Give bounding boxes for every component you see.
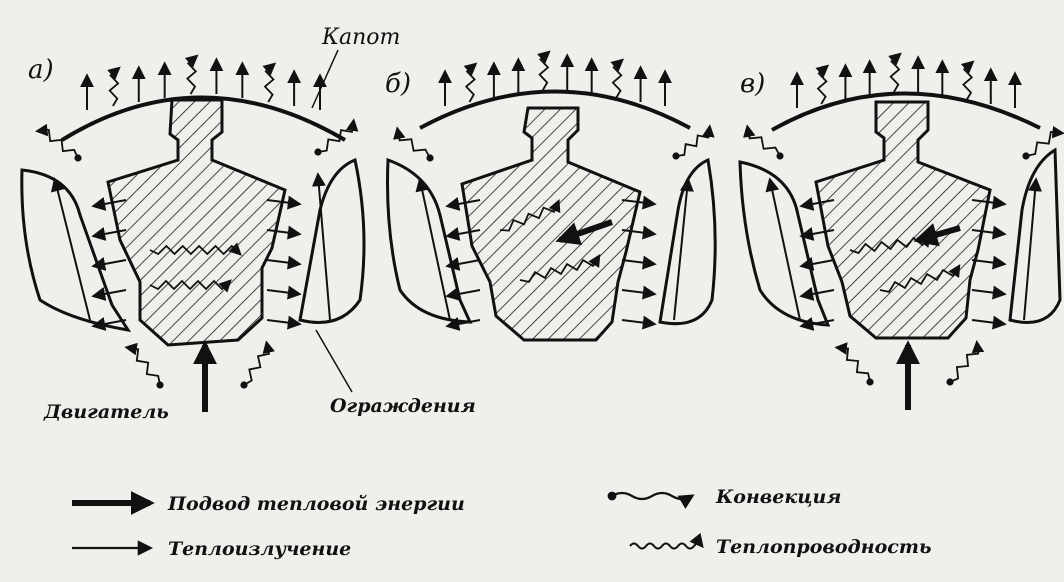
convection-arrow [1026, 132, 1062, 156]
legend-radiation-text: Теплоизлучение [168, 538, 351, 560]
legend-heat-supply-text: Подвод тепловой энергии [167, 493, 465, 515]
engine-label: Двигатель [43, 401, 169, 423]
guards-label: Ограждения [330, 395, 476, 417]
hood-conduction-arrow [540, 52, 549, 90]
guard-radiation-arrow [55, 180, 90, 320]
engine-radiation-arrow [972, 290, 1004, 294]
convection-arrow [950, 343, 978, 383]
hood-conduction-arrow [818, 66, 827, 104]
panel-a: а) [22, 55, 364, 412]
legend-convection-text: Конвекция [715, 486, 841, 508]
engine-radiation-arrow [622, 320, 654, 324]
engine-radiation-arrow [972, 260, 1004, 264]
guard-a-right [300, 160, 364, 323]
convection-arrow [837, 348, 870, 383]
panel-a-letter: а) [28, 55, 54, 85]
engine-radiation-arrow [267, 320, 299, 324]
panel-c-letter: в) [740, 69, 765, 99]
engine-a [108, 100, 285, 345]
engine-radiation-arrow [267, 290, 299, 294]
convection-arrow [676, 127, 710, 156]
legend-conduction-symbol [630, 544, 702, 549]
engine-radiation-arrow [622, 260, 654, 264]
hood-conduction-arrow [466, 64, 475, 102]
engine-radiation-arrow [267, 260, 299, 264]
hood-label: Капот [321, 25, 400, 50]
hood-conduction-arrow [963, 62, 972, 100]
engine-radiation-arrow [94, 260, 126, 266]
hood-conduction-arrow [891, 54, 900, 92]
engine-b [462, 108, 640, 340]
hood-conduction-arrow [187, 56, 196, 94]
panel-b: б) [385, 69, 715, 340]
hood-leader [312, 50, 338, 108]
panel-c: в) [740, 69, 1060, 410]
legend: Подвод тепловой энергии Теплоизлучение К… [72, 486, 932, 560]
guard-radiation-arrow [1024, 180, 1036, 320]
convection-arrow [127, 347, 160, 385]
convection-arrow [244, 343, 269, 385]
engine-radiation-arrow [448, 290, 480, 296]
panel-b-letter: б) [385, 69, 411, 99]
convection-arrow [747, 127, 780, 156]
legend-convection-symbol [612, 493, 692, 499]
engine-radiation-arrow [622, 290, 654, 294]
hood-conduction-arrow [110, 68, 119, 106]
convection-arrow [397, 129, 430, 158]
engine-c [816, 102, 990, 338]
engine-radiation-arrow [802, 260, 834, 266]
guard-c-right [1010, 150, 1060, 323]
guard-b-left [388, 160, 471, 322]
legend-conduction-text: Теплопроводность [716, 536, 932, 558]
guards-leader [316, 330, 352, 392]
engine-radiation-arrow [972, 320, 1004, 324]
hood-conduction-arrow [265, 64, 274, 102]
hood-conduction-arrow [613, 60, 622, 98]
